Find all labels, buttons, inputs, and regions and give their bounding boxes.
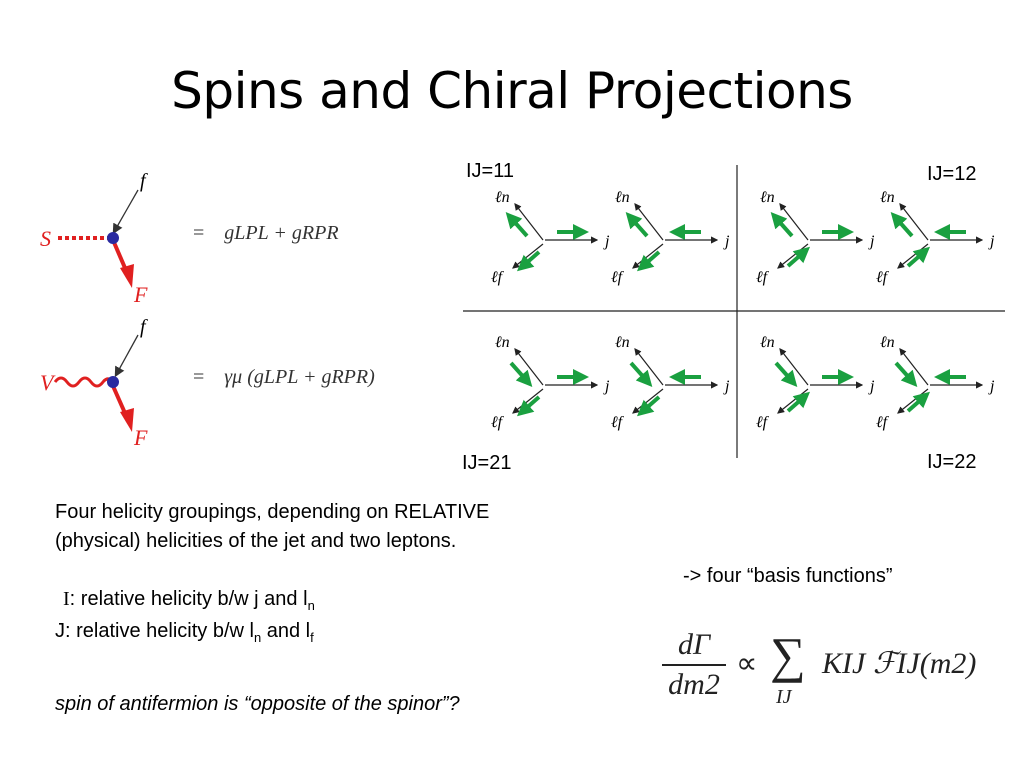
vector-vertex bbox=[53, 334, 139, 432]
formula-proportional: ∝ bbox=[736, 647, 758, 680]
i-definition: I: relative helicity b/w j and ln bbox=[63, 585, 315, 620]
label-f-top: f bbox=[140, 170, 146, 192]
helicity-cell: ℓn ℓf j bbox=[756, 189, 875, 286]
cell-label-ln: ℓn bbox=[495, 189, 510, 206]
cell-label-ln: ℓn bbox=[880, 334, 895, 351]
cell-label-j: j bbox=[868, 378, 875, 395]
cell-label-lf: ℓf bbox=[876, 414, 890, 431]
cell-label-lf: ℓf bbox=[756, 269, 770, 286]
slide-title: Spins and Chiral Projections bbox=[171, 62, 853, 120]
i-subscript: n bbox=[307, 598, 315, 613]
j-description: J: relative helicity b/w l bbox=[55, 620, 254, 642]
helicity-cell: ℓn ℓf j bbox=[491, 189, 610, 286]
scalar-coupling: gLPL + gRPR bbox=[224, 222, 339, 244]
label-ij21: IJ=21 bbox=[462, 452, 512, 474]
j-and: and l bbox=[261, 620, 311, 642]
cell-label-ln: ℓn bbox=[615, 189, 630, 206]
i-description: : relative helicity b/w j and l bbox=[69, 588, 308, 610]
cell-label-j: j bbox=[723, 378, 730, 395]
groupings-line-2: (physical) helicities of the jet and two… bbox=[55, 530, 457, 552]
helicity-cell: ℓn ℓf j bbox=[491, 334, 610, 431]
groupings-description: Four helicity groupings, depending on RE… bbox=[55, 498, 489, 556]
cell-label-j: j bbox=[988, 378, 995, 395]
i-symbol: I bbox=[63, 588, 70, 610]
cell-label-lf: ℓf bbox=[756, 414, 770, 431]
cell-label-j: j bbox=[603, 378, 610, 395]
groupings-line-1: Four helicity groupings, depending on RE… bbox=[55, 501, 490, 523]
vector-coupling: γμ (gLPL + gRPR) bbox=[224, 366, 375, 388]
j-definition: J: relative helicity b/w ln and lf bbox=[55, 617, 314, 652]
helicity-cell: ℓn ℓf j bbox=[611, 189, 730, 286]
basis-functions-note: -> four “basis functions” bbox=[683, 565, 893, 587]
cell-label-ln: ℓn bbox=[495, 334, 510, 351]
cell-label-j: j bbox=[603, 233, 610, 250]
formula-sum-symbol: ∑ bbox=[770, 627, 806, 683]
j-subscript-n: n bbox=[253, 630, 262, 645]
helicity-cell: ℓn ℓf j bbox=[876, 334, 995, 431]
label-F-bottom: F bbox=[134, 425, 148, 450]
j-subscript-f: f bbox=[310, 630, 314, 645]
equals-sign: = bbox=[193, 222, 205, 244]
scalar-equation: = gLPL + gRPR bbox=[193, 222, 339, 245]
formula-numerator: dΓ bbox=[677, 628, 711, 661]
helicity-cell: ℓn ℓf j bbox=[611, 334, 730, 431]
label-F-top: F bbox=[134, 282, 148, 307]
helicity-cell: ℓn ℓf j bbox=[876, 189, 995, 286]
cell-label-ln: ℓn bbox=[760, 189, 775, 206]
equals-sign: = bbox=[193, 366, 205, 388]
cell-label-lf: ℓf bbox=[491, 269, 505, 286]
cell-label-lf: ℓf bbox=[491, 414, 505, 431]
label-f-bottom: f bbox=[140, 316, 146, 338]
cell-label-lf: ℓf bbox=[876, 269, 890, 286]
formula-denominator: dm2 bbox=[668, 668, 720, 701]
cell-label-j: j bbox=[988, 233, 995, 250]
cell-label-ln: ℓn bbox=[615, 334, 630, 351]
label-S: S bbox=[40, 226, 51, 251]
cell-label-ln: ℓn bbox=[880, 189, 895, 206]
label-V: V bbox=[40, 370, 54, 395]
label-ij12: IJ=12 bbox=[927, 163, 977, 185]
vector-equation: = γμ (gLPL + gRPR) bbox=[193, 366, 375, 389]
spin-note: spin of antifermion is “opposite of the … bbox=[55, 693, 460, 715]
label-ij22: IJ=22 bbox=[927, 451, 977, 473]
formula-sum-index: IJ bbox=[776, 686, 792, 708]
cell-label-ln: ℓn bbox=[760, 334, 775, 351]
feynman-diagrams bbox=[53, 189, 139, 432]
scalar-vertex bbox=[58, 189, 139, 288]
cell-label-j: j bbox=[868, 233, 875, 250]
cell-label-lf: ℓf bbox=[611, 269, 625, 286]
cell-label-j: j bbox=[723, 233, 730, 250]
helicity-grid: ℓn ℓf j ℓn ℓf j ℓn ℓf j ℓn ℓf j ℓn ℓf j ℓn ℓf j ℓn ℓf j ℓn ℓf j bbox=[463, 165, 1005, 458]
formula-rhs: KIJ ℱIJ(m2) bbox=[822, 647, 977, 680]
formula-fraction: dΓ dm2 bbox=[662, 628, 726, 702]
rate-formula: dΓ dm2 ∝ ∑ IJ KIJ ℱIJ(m2) bbox=[662, 620, 1002, 720]
cell-label-lf: ℓf bbox=[611, 414, 625, 431]
helicity-cell: ℓn ℓf j bbox=[756, 334, 875, 431]
label-ij11: IJ=11 bbox=[466, 160, 514, 182]
